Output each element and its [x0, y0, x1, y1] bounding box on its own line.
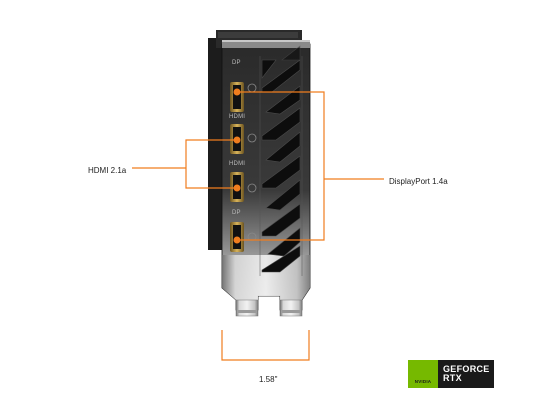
- bracket-foot-left: [235, 299, 259, 317]
- bracket-top-tab: [222, 40, 310, 48]
- displayport-callout-label: DisplayPort 1.4a: [389, 177, 448, 186]
- geforce-rtx-text: GEFORCE RTX: [443, 365, 490, 383]
- port-label-hdmi-1: HDMI: [229, 114, 246, 120]
- geforce-rtx-badge: NVIDIA GEFORCE RTX: [408, 360, 494, 388]
- port-label-dp-bottom: DP: [232, 210, 241, 216]
- callout-lines: [132, 91, 384, 361]
- screw-icon: [247, 133, 257, 143]
- port-label-dp-top: DP: [232, 60, 241, 66]
- rtx-line: RTX: [443, 373, 462, 383]
- callout-width-line: [221, 330, 310, 361]
- width-callout-label: 1.58": [259, 375, 278, 384]
- vent-grille: [261, 45, 301, 273]
- callout-dot: [233, 184, 241, 192]
- geforce-line: GEFORCE: [443, 364, 490, 374]
- screw-icon: [247, 232, 257, 242]
- nvidia-wordmark: NVIDIA: [414, 379, 432, 384]
- callout-hdmi-line: [185, 139, 237, 189]
- bracket-foot-right: [279, 299, 303, 317]
- port-dp-1: [230, 82, 244, 112]
- callout-dot: [233, 236, 241, 244]
- hdmi-callout-label: HDMI 2.1a: [88, 166, 127, 175]
- callout-dot: [233, 88, 241, 96]
- port-label-hdmi-2: HDMI: [229, 161, 246, 167]
- callout-dp-line: [237, 91, 325, 241]
- callout-dot: [233, 136, 241, 144]
- nvidia-logo: NVIDIA: [408, 360, 438, 388]
- screw-icon: [247, 183, 257, 193]
